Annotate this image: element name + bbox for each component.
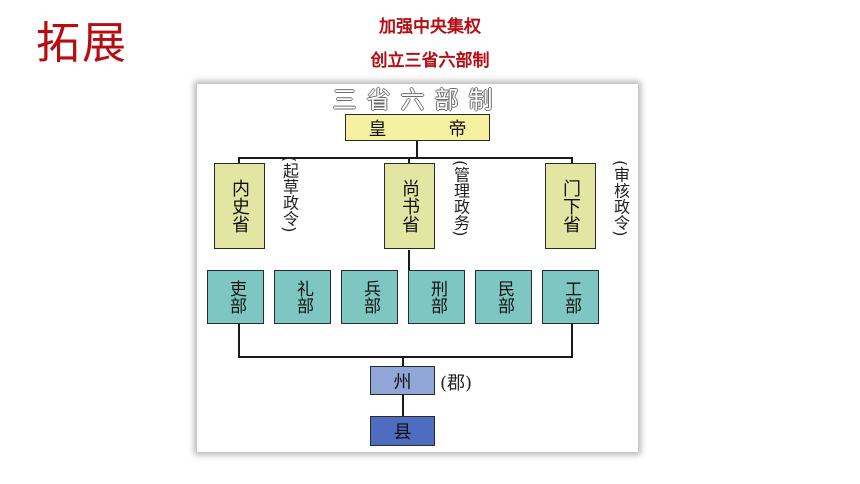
- slide-title-line1: 加强中央集权: [379, 17, 481, 37]
- neishi-sheng-box: 内史省: [214, 163, 265, 249]
- menxia-sheng-box: 门下省: [545, 163, 596, 249]
- connector-bu-left-drop: [238, 324, 240, 358]
- connector-emperor-down: [416, 140, 418, 158]
- connector-sheng-mid: [408, 157, 410, 163]
- diagram-title: 三省六部制: [332, 86, 503, 114]
- connector-sheng-left: [238, 157, 240, 163]
- jun-label: (郡): [440, 373, 473, 394]
- gongbu-box: 工部: [542, 270, 599, 324]
- neishi-sheng-role: (起草政令): [280, 156, 299, 233]
- connector-to-zhou: [402, 356, 404, 366]
- slide-heading: 拓展: [36, 18, 128, 69]
- shangshu-sheng-role: (管理政务): [451, 160, 470, 237]
- org-chart-figure: 三省六部制 皇 帝 内史省 (起草政令) 尚书省 (管理政务) 门下省 (审核政…: [197, 84, 638, 452]
- zhou-box: 州: [370, 366, 435, 395]
- connector-shangshu-down: [408, 250, 410, 270]
- menxia-sheng-role: (审核政令): [611, 160, 630, 237]
- connector-bu-right-drop: [571, 324, 573, 358]
- connector-sheng-right: [571, 157, 573, 163]
- minbu-box: 民部: [475, 270, 532, 324]
- slide-title-line2: 创立三省六部制: [370, 51, 490, 71]
- xingbu-box: 刑部: [408, 270, 465, 324]
- xian-box: 县: [370, 416, 435, 446]
- connector-bu-bottom-bar: [238, 356, 573, 358]
- connector-sheng-bar: [238, 157, 572, 159]
- bingbu-box: 兵部: [341, 270, 398, 324]
- libu-rites-box: 礼部: [274, 270, 331, 324]
- emperor-box: 皇 帝: [345, 114, 490, 141]
- connector-zhou-xian: [402, 394, 404, 416]
- libu-personnel-box: 吏部: [207, 270, 264, 324]
- shangshu-sheng-box: 尚书省: [384, 163, 435, 249]
